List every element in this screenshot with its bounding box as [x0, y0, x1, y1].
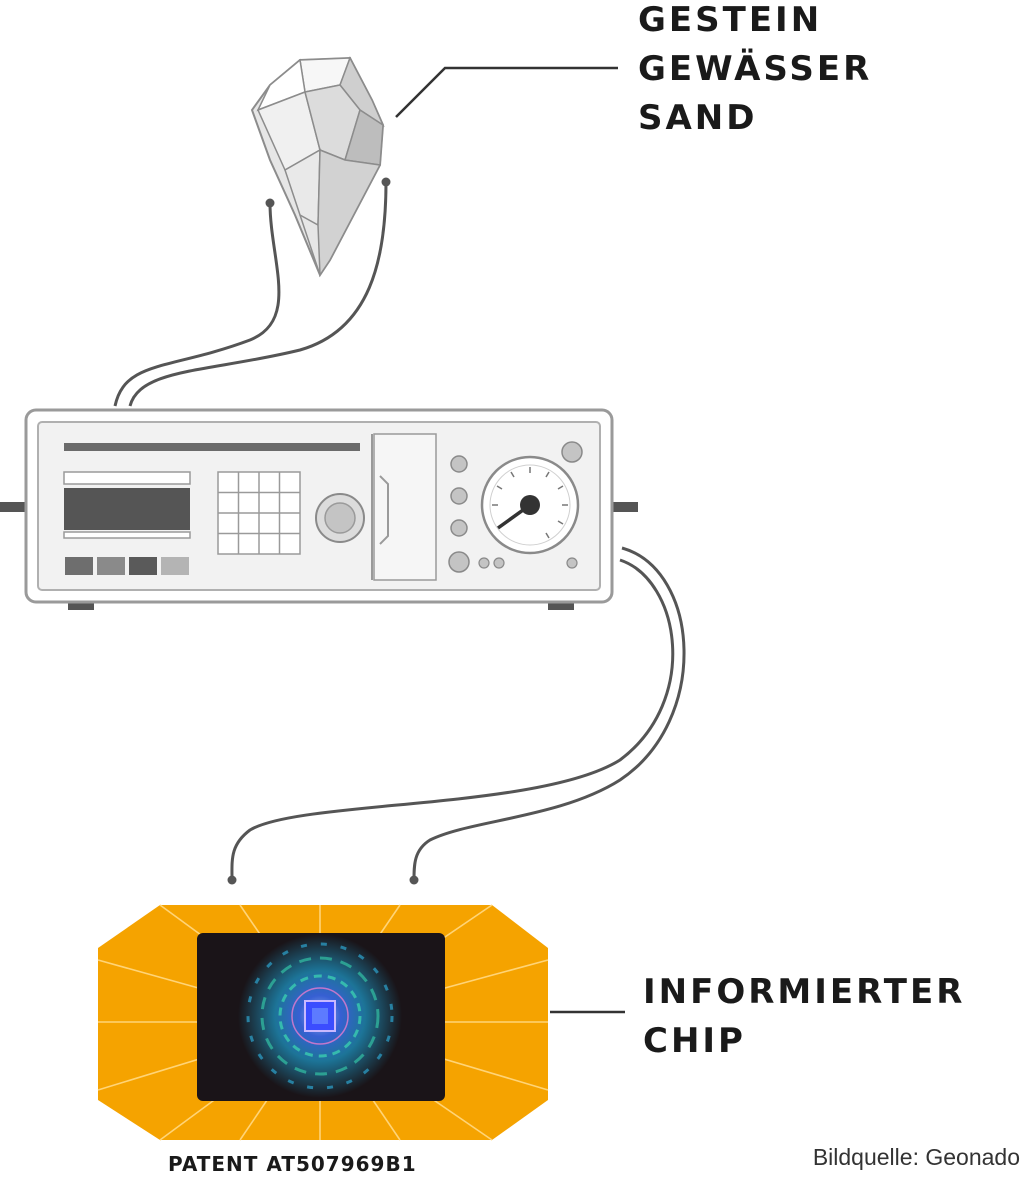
source-label-sand: SAND — [638, 98, 758, 138]
gauge-icon — [480, 455, 580, 555]
image-credit: Bildquelle: Geonado — [812, 1144, 1020, 1170]
cable-dot — [265, 198, 275, 208]
patent-label: PATENT AT507969B1 — [168, 1152, 417, 1176]
chip-label-informed: INFORMIERTER — [643, 972, 966, 1012]
source-labels: GESTEIN GEWÄSSER SAND — [638, 0, 872, 143]
source-label-water: GEWÄSSER — [638, 49, 873, 89]
source-label-rock: GESTEIN — [638, 0, 823, 40]
chip-label-chip: CHIP — [643, 1021, 746, 1061]
cable-dot — [409, 875, 419, 885]
source-leader-line — [395, 66, 618, 118]
transfer-device-icon — [0, 408, 638, 610]
crystal-rock-icon — [250, 56, 385, 278]
keypad — [217, 471, 301, 555]
cable-dot — [227, 875, 237, 885]
cable-dot — [381, 177, 391, 187]
cable-device-to-chip — [230, 546, 686, 881]
informed-chip-icon — [97, 904, 549, 1141]
chip-labels: INFORMIERTER CHIP — [643, 968, 965, 1066]
cable-crystal-to-device — [113, 181, 388, 407]
